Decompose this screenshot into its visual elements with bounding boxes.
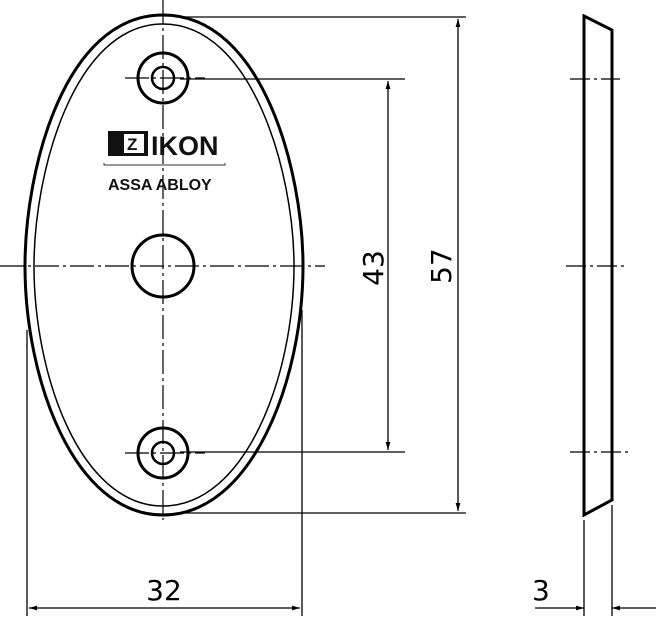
dimension-32 — [26, 310, 303, 616]
ikon-logo: Z IKON ASSA ABLOY — [103, 131, 226, 194]
centerlines — [0, 0, 325, 520]
dimension-43 — [180, 78, 405, 453]
dimension-3 — [535, 505, 656, 616]
dimension-57-label: 57 — [425, 248, 458, 284]
dimension-32-label: 32 — [146, 574, 182, 607]
dimension-43-label: 43 — [357, 250, 390, 286]
ikon-logo-mark-letter: Z — [127, 135, 137, 154]
plate-bevel-outline — [33, 23, 295, 507]
plate-outline — [23, 13, 305, 517]
assa-abloy-logo-text: ASSA ABLOY — [108, 177, 212, 194]
side-profile — [582, 13, 614, 518]
front-view — [0, 0, 466, 616]
dimension-57 — [180, 16, 466, 514]
side-view — [535, 13, 656, 616]
ikon-logo-text: IKON — [151, 131, 219, 161]
dimension-3-label: 3 — [532, 574, 550, 607]
